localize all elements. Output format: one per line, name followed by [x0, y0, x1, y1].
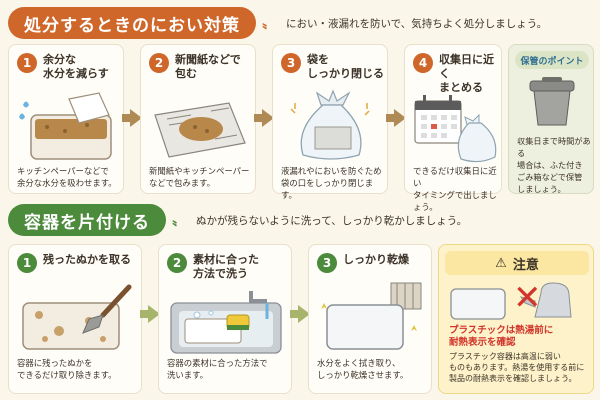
step-header: 2 素材に合った 方法で洗う [167, 253, 259, 281]
step-number: 3 [317, 253, 337, 273]
sparkle-icon: 〟 [262, 16, 276, 32]
step-title: 残ったぬかを取る [43, 253, 131, 266]
arrow-right-icon [290, 305, 310, 323]
section2-title: 容器を片付ける [8, 204, 166, 236]
step-title: 収集日に近く まとめる [439, 53, 494, 94]
tip-title: 保管のポイント [515, 51, 589, 69]
section1-title: 処分するときのにおい対策 [8, 7, 256, 39]
calendar-and-bag-illustration [414, 95, 497, 163]
caution-card: ⚠ 注意 ✕ プラスチックは熱湯前に 耐熱表示を確認 プラスチック容器は高温に弱… [438, 244, 594, 394]
sparkle-icon: 〟 [172, 213, 186, 229]
step-title: 素材に合った 方法で洗う [193, 253, 259, 280]
cleanup-step-3: 3 しっかり乾燥 水分をよく拭き取り、 しっかり乾燥させます。 [308, 244, 432, 394]
step-number: 1 [17, 253, 37, 273]
step-number: 2 [167, 253, 187, 273]
caution-title: 注意 [512, 257, 539, 273]
tied-bag-illustration [290, 89, 370, 160]
section2-subtitle: ぬかが残らないように洗って、しっかり乾かしましょう。 [196, 214, 468, 227]
step-description: できるだけ収集日に近い タイミングで出しましょう。 [413, 166, 497, 212]
step-number: 2 [149, 53, 169, 73]
lidded-bin-icon [529, 77, 575, 126]
cleanup-step-2: 2 素材に合った 方法で洗う 容器の素材に合った方法で 洗います。 [158, 244, 292, 394]
step-title: 余分な 水分を減らす [43, 53, 109, 80]
step-description: キッチンペーパーなどで 余分な水分を吸わせます。 [17, 166, 117, 188]
nuka-container-paper-illustration [19, 92, 112, 160]
plastic-kettle-illustration [450, 282, 572, 320]
arrow-right-icon [254, 109, 274, 127]
step-header: 2 新聞紙などで 包む [149, 53, 241, 81]
step-number: 4 [413, 53, 433, 73]
newspaper-wrap-illustration [154, 102, 246, 158]
arrow-right-icon [140, 305, 160, 323]
step-header: 1 余分な 水分を減らす [17, 53, 109, 81]
step-title: 袋を しっかり閉じる [307, 53, 384, 80]
step-description: 容器に残ったぬかを できるだけ取り除きます。 [17, 358, 117, 380]
section1-header: 処分するときのにおい対策 〟 におい・液漏れを防いで、気持ちよく処分しましょう。 [8, 6, 547, 40]
step-header: 1 残ったぬかを取る [17, 253, 131, 273]
section1-subtitle: におい・液漏れを防いで、気持ちよく処分しましょう。 [286, 17, 548, 30]
step-header: 3 袋を しっかり閉じる [281, 53, 384, 81]
cleanup-step-1: 1 残ったぬかを取る 容器に残ったぬかを できるだけ取り除きます。 [8, 244, 142, 394]
section2-header: 容器を片付ける 〟 ぬかが残らないように洗って、しっかり乾かしましょう。 [8, 203, 467, 237]
caution-header: ⚠ 注意 [445, 251, 589, 275]
arrow-right-icon [122, 109, 142, 127]
arrow-right-icon [386, 109, 406, 127]
washing-sink-illustration [170, 291, 282, 354]
step-number: 3 [281, 53, 301, 73]
disposal-step-4: 4 収集日に近く まとめる できるだけ収集日に近い タイミングで出しましょう。 [404, 44, 502, 212]
cross-icon: ✕ [513, 278, 542, 318]
step-header: 3 しっかり乾燥 [317, 253, 409, 273]
disposal-step-1: 1 余分な 水分を減らす キッチンペーパーなどで 余分な水分を吸わせます。 [8, 44, 124, 194]
step-header: 4 収集日に近く まとめる [413, 53, 501, 95]
tip-description: 収集日まで時間がある 場合は、ふた付き ごみ箱などで保管 しましょう。 [517, 136, 591, 194]
scrape-container-illustration [22, 284, 132, 350]
step-description: 液漏れやにおいを防ぐため 袋の口をしっかり閉じます。 [281, 166, 382, 200]
disposal-step-2: 2 新聞紙などで 包む 新聞紙やキッチンペーパー などで包みます。 [140, 44, 256, 194]
storage-tip-card: 保管のポイント 収集日まで時間がある 場合は、ふた付き ごみ箱などで保管 しまし… [508, 44, 594, 194]
step-title: しっかり乾燥 [343, 253, 409, 266]
caution-description: プラスチック容器は高温に弱い ものもあります。熱湯を使用する前に 製品の耐熱表示… [449, 352, 585, 383]
step-description: 容器の素材に合った方法で 洗います。 [167, 358, 268, 380]
caution-warning: プラスチックは熱湯前に 耐熱表示を確認 [449, 325, 554, 348]
step-title: 新聞紙などで 包む [175, 53, 241, 80]
step-description: 新聞紙やキッチンペーパー などで包みます。 [149, 166, 250, 188]
warning-icon: ⚠ [495, 255, 507, 271]
drying-container-illustration [321, 282, 422, 350]
disposal-step-3: 3 袋を しっかり閉じる 液漏れやにおいを防ぐため 袋の口をしっかり閉じます。 [272, 44, 388, 200]
step-number: 1 [17, 53, 37, 73]
step-description: 水分をよく拭き取り、 しっかり乾燥させます。 [317, 358, 409, 380]
